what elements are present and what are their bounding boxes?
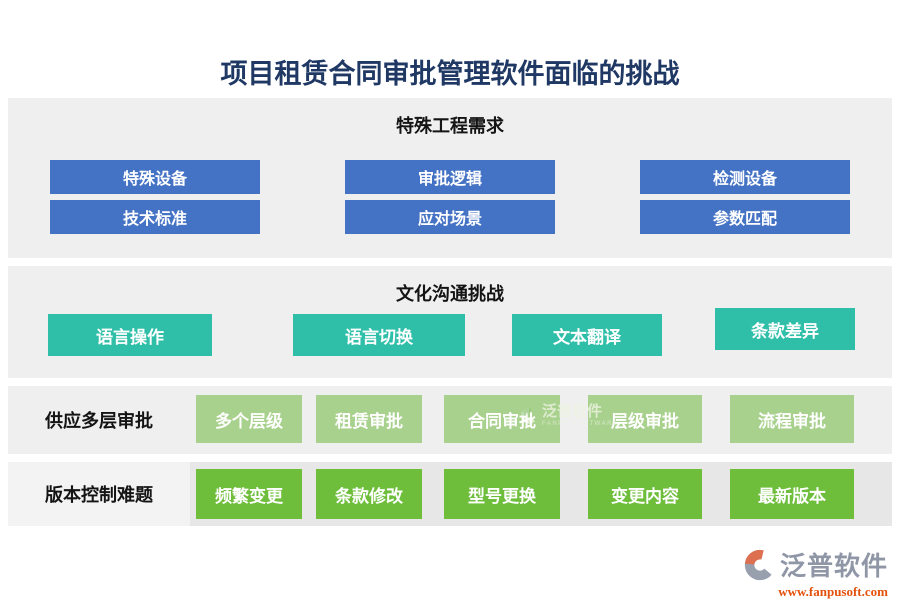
tag-level-approval: 层级审批	[588, 395, 702, 443]
tag-text-translation: 文本翻译	[512, 314, 662, 356]
tag-technical-standards: 技术标准	[50, 200, 260, 234]
tag-response-scenarios: 应对场景	[345, 200, 555, 234]
tag-model-replacement: 型号更换	[444, 469, 560, 519]
section-header: 特殊工程需求	[396, 116, 504, 136]
tag-change-content: 变更内容	[588, 469, 702, 519]
brand-swirl-icon	[744, 549, 776, 580]
section-culture-communication: 文化沟通挑战 语言操作 语言切换 文本翻译 条款差异	[8, 266, 892, 378]
tag-multiple-levels: 多个层级	[196, 395, 302, 443]
tag-clause-differences: 条款差异	[715, 308, 855, 350]
brand-name: 泛普软件	[779, 551, 888, 581]
tag-language-switch: 语言切换	[293, 314, 465, 356]
tag-lease-approval: 租赁审批	[316, 395, 422, 443]
tag-testing-equipment: 检测设备	[640, 160, 850, 194]
tag-language-operation: 语言操作	[48, 314, 212, 356]
tag-frequent-changes: 频繁变更	[196, 469, 302, 519]
label-background	[8, 462, 190, 526]
section-multilevel-approval: 供应多层审批 多个层级 租赁审批 合同审批 层级审批 流程审批 泛普软件 FAN…	[8, 386, 892, 454]
tag-clause-modification: 条款修改	[316, 469, 422, 519]
page-title: 项目租赁合同审批管理软件面临的挑战	[220, 59, 680, 89]
tag-parameter-matching: 参数匹配	[640, 200, 850, 234]
fanpu-logo: 泛普软件 www.fanpusoft.com	[743, 546, 888, 600]
section-special-requirements: 特殊工程需求 特殊设备 审批逻辑 检测设备 技术标准 应对场景 参数匹配	[8, 98, 892, 258]
row-label: 供应多层审批	[45, 411, 153, 431]
section-header: 文化沟通挑战	[396, 284, 504, 304]
tag-approval-logic: 审批逻辑	[345, 160, 555, 194]
tag-contract-approval: 合同审批	[444, 395, 560, 443]
tag-special-equipment: 特殊设备	[50, 160, 260, 194]
section-version-control: 版本控制难题 频繁变更 条款修改 型号更换 变更内容 最新版本	[8, 462, 892, 526]
tag-process-approval: 流程审批	[730, 395, 854, 443]
row-label: 版本控制难题	[45, 485, 153, 505]
tag-latest-version: 最新版本	[730, 469, 854, 519]
brand-website-link[interactable]: www.fanpusoft.com	[778, 584, 888, 599]
